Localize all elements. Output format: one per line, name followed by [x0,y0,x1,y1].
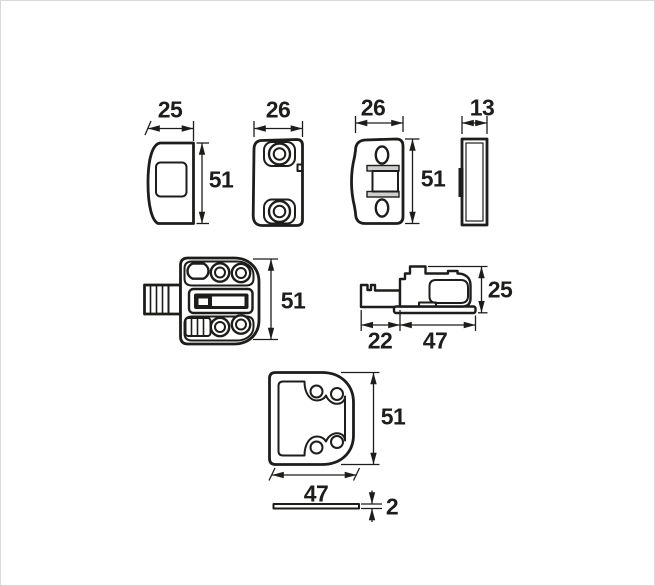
dim-lines-cover [268,371,380,481]
dim-label-keeper-side-width: 13 [469,94,495,121]
dim-label-body-height: 51 [280,287,306,314]
dim-label-striker-width: 26 [265,96,291,123]
keeper-side-view [458,137,489,227]
dim-lines-catch [144,120,209,225]
dim-lines-body-side [360,265,488,331]
dim-label-keeper-width: 26 [360,94,386,121]
shim-strip-view [272,503,360,510]
dim-label-body-side-height: 25 [487,276,513,303]
striker-plate-front-view [251,138,304,227]
lock-body-side-view [359,265,477,315]
cover-plate-view [268,371,355,466]
dim-lines-body-front [253,258,278,341]
catch-side-view [146,141,195,225]
dim-label-body-depth: 47 [422,327,448,354]
keeper-front-view [350,137,405,225]
dim-lines-keeper [354,116,420,225]
dim-label-cover-height: 51 [380,403,406,430]
dim-label-catch-height: 51 [208,166,234,193]
lock-body-front-view [143,256,261,346]
dim-label-bolt-depth: 22 [367,327,393,354]
dim-label-cover-width: 47 [303,480,329,507]
dim-lines-shim [361,490,382,522]
dim-label-shim-thickness: 2 [385,493,399,520]
dim-lines-keeper-side [461,116,488,134]
dim-label-catch-width: 25 [157,96,183,123]
dim-lines-striker [253,121,304,137]
dim-label-keeper-height: 51 [420,165,446,192]
